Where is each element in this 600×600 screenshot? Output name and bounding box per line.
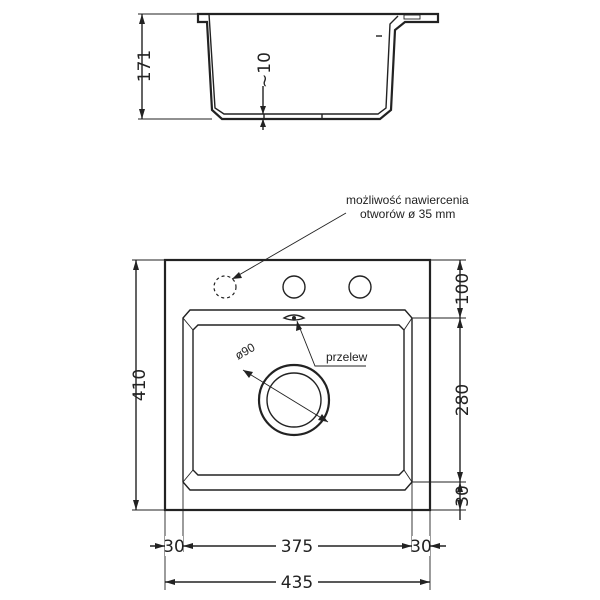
dim-410-label: 410 [130,369,150,401]
dim-375-label: 375 [281,537,313,557]
drain-diameter-label: ø90 [233,340,258,363]
overflow-label: przelew [326,350,368,364]
arrow-100-top [457,260,463,270]
plan-view: ø90 przelew możliwość nawiercenia otworó… [130,193,473,593]
label-bg-30-right [412,536,430,556]
arrow-30-top [457,482,463,492]
section-view: 171 ~10 [135,12,440,130]
label-bg-30-left [165,536,183,556]
arrow-down [139,109,145,119]
arrow-30r-right [430,543,440,549]
overflow-dot [292,316,296,320]
arrow-410-top [133,260,139,270]
dim-30-left-label: 30 [163,537,185,557]
drain-arrow-start [243,370,253,378]
arrow-30-bottom [457,500,463,510]
arrow-410-bottom [133,500,139,510]
drain-diameter-line [242,369,329,423]
section-outer-profile [196,12,440,121]
label-bg-375 [276,536,318,556]
arrow-375-left [183,543,193,549]
overflow-leader-arrow [296,321,302,331]
dim-171-label: 171 [135,50,155,82]
drain-inner [266,372,322,428]
note-leader-arrow [232,272,242,279]
dim-100-label: 100 [453,273,473,305]
sink-outer-outline [163,258,432,512]
note-line-1: możliwość nawiercenia [346,193,469,207]
bowl-inner [192,324,405,476]
overflow-leader [296,320,366,367]
dim-435-label: 435 [281,573,313,593]
section-overflow-slot [403,14,421,20]
arrow-wall-bottom [260,119,266,127]
tap-hole-middle [282,275,306,299]
drain-outer [257,363,331,437]
overflow-slot [282,314,306,321]
arrow-375-right [402,543,412,549]
bevel-corner-tr [403,317,413,331]
arrow-100-bottom [457,308,463,318]
arrow-435-left [165,579,175,585]
arrow-30l-left [155,543,165,549]
arrow-280-top [457,318,463,328]
arrow-wall-top [260,106,266,114]
dim-30-right-bottom-label: 30 [410,537,432,557]
bevel-corner-tl [182,317,194,331]
dim-wall-label: ~10 [255,52,275,88]
note-line-2: otworów ø 35 mm [360,207,455,221]
tap-hole-right [348,275,372,299]
bowl-outer-bevel [182,309,413,491]
arrow-435-right [420,579,430,585]
arrow-up [139,14,145,24]
section-inner-profile [208,13,399,115]
note-leader [231,212,347,280]
dim-280-label: 280 [453,384,473,416]
tap-hole-optional [213,275,237,299]
label-bg-435 [276,572,318,592]
arrow-280-bottom [457,472,463,482]
dim-30-right-label: 30 [453,485,473,507]
drain-arrow-end [318,414,328,422]
bevel-corner-bl [182,469,194,483]
bevel-corner-br [403,469,413,483]
